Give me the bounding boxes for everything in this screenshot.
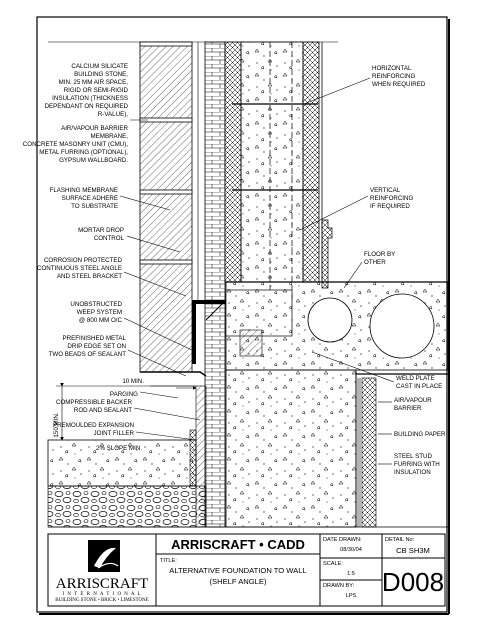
label-wall-assembly-7: R-VALUE), [98,111,128,118]
left-labels: CALCIUM SILICATE BUILDING STONE, MIN. 25… [23,63,144,452]
label-wall-assembly-8: AIR/VAPOUR BARRIER [61,125,128,132]
label-vertical-reinf-1: VERTICAL [370,187,401,194]
brand-name: ARRISCRAFT [56,576,149,592]
label-wall-assembly-4: RIGID OR SEMI-RIGID [64,87,129,94]
label-flashing-1: FLASHING MEMBRANE [50,187,118,194]
label-weld-plate-1: WELD PLATE [396,375,435,382]
label-drip-edge-3: TWO BEADS OF SEALANT [49,351,127,358]
arriscraft-logo-icon [88,540,120,572]
label-weep-1: UNOBSTRUCTED [70,301,122,308]
brand-tagline: BUILDING STONE • BRICK • LIMESTONE [55,598,148,603]
label-dim-10: 10 MIN. [122,378,144,385]
label-slope: 2% SLOPE MIN. [96,445,142,452]
label-expansion-1: PREMOULDED EXPANSION [53,422,134,429]
label-flashing-3: TO SUBSTRATE [71,203,118,210]
label-wall-assembly-11: METAL FURRING (OPTIONAL), [39,149,128,156]
stone-veneer [139,41,193,373]
scale-value: 1:5 [347,571,355,577]
drawn-by-value: LPS [346,593,357,599]
label-flashing-2: SURFACE ADHERE [62,195,118,202]
label-wall-assembly-5: INSULATION (THICKNESS [52,95,128,102]
label-expansion-2: JOINT FILLER [94,430,135,437]
detail-number-value: CB SH3M [396,546,430,555]
label-weep-2: WEEP SYSTEM [77,309,122,316]
label-backer-rod-2: ROD AND SEALANT [74,407,132,414]
insulation-column [204,41,226,528]
label-horizontal-reinf-3: WHEN REQUIRED [372,81,426,88]
cmu-wall [224,41,242,283]
label-weep-3: @ 800 MM O/C [79,317,123,324]
drawn-by-label: DRAWN BY: [323,583,355,589]
label-wall-assembly-10: CONCRETE MASONRY UNIT (CMU), [23,141,128,148]
label-backer-rod-1: COMPRESSIBLE BACKER [56,399,133,406]
label-horizontal-reinf-1: HORIZONTAL [372,65,412,72]
label-stud-furring-1: STEEL STUD [394,453,432,460]
label-air-vapour-1: AIR/VAPOUR [394,397,432,404]
label-steel-angle-3: AND STEEL BRACKET [57,273,122,280]
label-wall-assembly-9: MEMBRANE, [91,133,129,140]
scale-label: SCALE: [323,561,343,567]
label-wall-assembly-12: GYPSUM WALLBOARD. [59,157,128,164]
brand-subtitle: I N T E R N A T I O N A L [62,592,141,597]
label-wall-assembly-6: DEPENDANT ON REQUIRED [45,103,129,110]
cadd-header: ARRISCRAFT • CADD [171,537,305,552]
label-stud-furring-2: FURRING WITH [394,461,440,468]
label-steel-angle-2: CONTINUOUS STEEL ANGLE [37,265,122,272]
label-dim-150: 150 MIN. [53,412,60,437]
label-parging: PARGING [110,391,138,398]
label-mortar-drop-2: CONTROL [94,235,125,242]
label-drip-edge-2: DRIP EDGE SET ON [67,343,126,350]
label-horizontal-reinf-2: REINFORCING [372,73,415,80]
label-steel-angle-1: CORROSION PROTECTED [44,257,123,264]
label-stud-furring-3: INSULATION [394,469,431,476]
steel-angle [192,300,226,364]
date-label: DATE DRAWN: [323,537,362,543]
label-wall-assembly-3: MIN. 25 MM AIR SPACE, [59,79,129,86]
label-weld-plate-2: CAST IN PLACE [396,383,442,390]
gravel-base [47,485,207,528]
label-mortar-drop-1: MORTAR DROP [78,227,124,234]
label-wall-assembly-1: CALCIUM SILICATE [71,63,128,70]
label-vertical-reinf-2: REINFORCING [370,195,413,202]
label-floor-1: FLOOR BY [364,251,395,258]
foundation-wall [225,369,357,528]
label-floor-2: OTHER [364,259,386,266]
drawing-title-line1: ALTERNATIVE FOUNDATION TO WALL [169,566,306,575]
section-drawing [47,41,449,528]
date-value: 08/30/04 [340,547,362,553]
drawing-title-line2: (SHELF ANGLE) [210,577,267,586]
leader-lines [119,77,395,465]
label-drip-edge-1: PREFINISHED METAL [63,335,127,342]
label-vertical-reinf-3: IF REQUIRED [370,203,410,210]
title-label: TITLE: [160,558,177,564]
detail-code: D008 [382,567,444,597]
label-building-paper: BUILDING PAPER [394,431,446,438]
right-labels: HORIZONTAL REINFORCING WHEN REQUIRED VER… [364,65,446,476]
label-wall-assembly-2: BUILDING STONE, [74,71,128,78]
sidewalk-slab [47,439,197,487]
detail-number-label: DETAIL No: [385,537,415,543]
title-block: ARRISCRAFT I N T E R N A T I O N A L BUI… [47,533,446,607]
label-air-vapour-2: BARRIER [394,405,422,412]
